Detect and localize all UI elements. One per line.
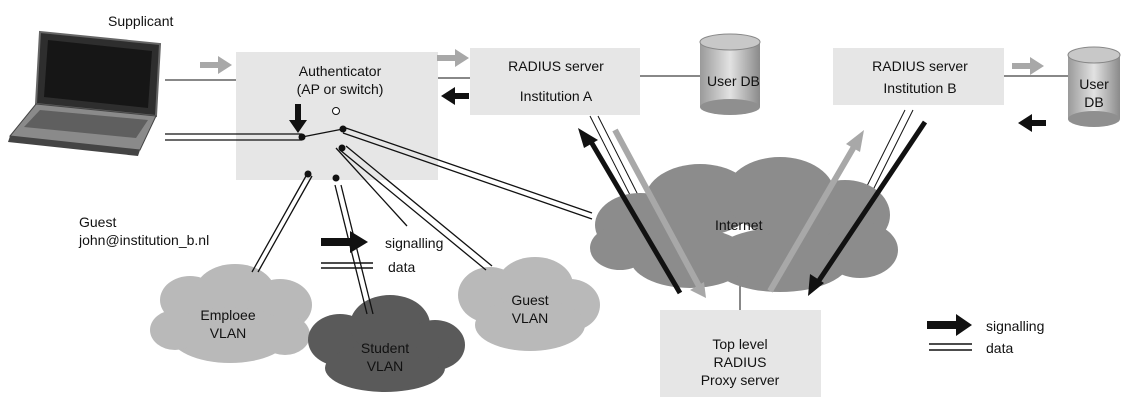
proxy-line2: RADIUS (713, 354, 767, 370)
radius-b-label: RADIUS server Institution B (850, 57, 990, 97)
radius-a-box (470, 48, 640, 115)
legend-right-signalling-label: signalling (986, 318, 1045, 334)
internet-cloud (590, 157, 898, 292)
user-db-b-line1: User (1079, 76, 1109, 92)
authenticator-line1: Authenticator (298, 63, 382, 79)
student-vlan-label: Student VLAN (345, 339, 425, 375)
authenticator-label: Authenticator (AP or switch) (270, 62, 410, 98)
switch-contact-out (339, 125, 347, 133)
switch-contact-in (298, 133, 306, 141)
student-vlan-line1: Student (360, 340, 410, 356)
arrow-laptop-to-auth (200, 56, 232, 74)
user-db-b-line2: DB (1084, 94, 1104, 110)
switch-contact-employee (304, 170, 312, 178)
guest-vlan-line1: Guest (511, 292, 549, 308)
employee-vlan-line1: Emploee (200, 307, 256, 323)
radius-b-box (833, 48, 1004, 105)
arrow-radius-b-to-db (1012, 57, 1044, 75)
radius-a-label: RADIUS server Institution A (486, 57, 626, 105)
proxy-box (660, 310, 821, 397)
arrow-radius-a-to-auth (441, 87, 469, 105)
radius-a-line1: RADIUS server (508, 58, 604, 74)
switch-contact-student (332, 174, 340, 182)
user-db-b-label: User DB (1074, 75, 1114, 111)
employee-vlan-cloud (150, 264, 312, 363)
arrow-into-switch (289, 104, 307, 133)
user-db-a (699, 33, 761, 115)
radius-a-line2: Institution A (519, 88, 593, 104)
authenticator-line2: (AP or switch) (296, 81, 384, 97)
legend-inner-signalling-label: signalling (385, 235, 444, 251)
guest-user-line1: Guest (79, 214, 117, 230)
arrow-auth-to-radius-a (437, 49, 469, 67)
arrow-proxy-to-radius-a (578, 128, 683, 295)
authenticator-box (236, 52, 438, 180)
legend-inner-data-label: data (388, 259, 416, 275)
user-db-a-label: User DB (707, 73, 760, 89)
arrow-radius-a-to-proxy (612, 128, 706, 298)
user-db-b (1067, 46, 1121, 127)
guest-user-line2: john@institution_b.nl (79, 232, 210, 248)
guest-vlan-cloud (458, 257, 600, 351)
guest-vlan-label: Guest VLAN (490, 291, 570, 327)
legend-right-signalling-arrow (927, 314, 972, 336)
employee-vlan-label: Emploee VLAN (188, 306, 268, 342)
student-vlan-cloud (308, 295, 465, 392)
proxy-line3: Proxy server (700, 372, 780, 388)
data-links (165, 126, 593, 315)
legend-inner-signalling-arrow (321, 231, 368, 253)
legend-right-data-label: data (986, 340, 1014, 356)
employee-vlan-line2: VLAN (209, 325, 247, 341)
arrow-radius-b-to-proxy (808, 120, 928, 296)
radius-b-line2: Institution B (883, 80, 957, 96)
arrow-db-to-radius-b (1018, 114, 1046, 132)
arrow-proxy-to-radius-b (767, 130, 864, 293)
radius-b-line1: RADIUS server (872, 58, 968, 74)
laptop-icon (8, 30, 162, 156)
supplicant-label: Supplicant (108, 13, 174, 29)
proxy-line1: Top level (712, 336, 768, 352)
proxy-label: Top level RADIUS Proxy server (670, 335, 810, 389)
guest-vlan-line2: VLAN (511, 310, 549, 326)
switch-contact-guest (338, 144, 346, 152)
internet-label: Internet (715, 217, 763, 233)
switch-contact-open (332, 107, 340, 115)
student-vlan-line2: VLAN (366, 358, 404, 374)
guest-user-label: Guest john@institution_b.nl (79, 213, 209, 249)
